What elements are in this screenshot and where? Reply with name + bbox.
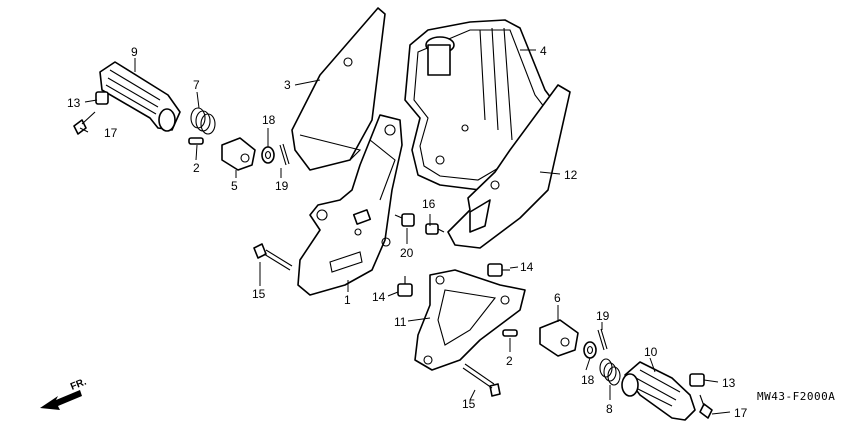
part-18-washer-left — [261, 146, 275, 164]
part-13-collar-left — [95, 91, 109, 105]
callout-14-right: 14 — [520, 260, 534, 274]
part-8-spring — [599, 358, 621, 386]
part-1-bracket — [297, 114, 403, 296]
callout-19-left: 19 — [275, 179, 289, 193]
callout-15-upper: 15 — [252, 287, 266, 301]
callout-11: 11 — [394, 315, 407, 329]
front-label: FR. — [69, 376, 88, 392]
callout-17-right: 17 — [734, 406, 748, 420]
part-5-collar — [221, 137, 256, 171]
callout-6: 6 — [554, 291, 561, 305]
part-17-bolt-left — [73, 111, 96, 135]
callout-14-left: 14 — [372, 290, 386, 304]
callout-4: 4 — [540, 44, 547, 58]
part-13-collar-right — [689, 373, 705, 387]
part-14-bolt-right — [487, 263, 510, 277]
part-3-heel-guard — [291, 7, 386, 171]
part-2-pin-left — [188, 137, 204, 145]
part-10-footpeg — [621, 361, 696, 421]
callout-7: 7 — [193, 78, 200, 92]
part-20-bolt — [394, 213, 415, 227]
front-direction-arrow — [40, 390, 82, 410]
part-14-bolt-left — [397, 276, 413, 297]
callout-5: 5 — [231, 179, 238, 193]
part-11-bracket — [414, 269, 526, 371]
callout-18-right: 18 — [581, 373, 595, 387]
callout-12: 12 — [564, 168, 578, 182]
callout-20: 20 — [400, 246, 414, 260]
leader-lines — [79, 49, 731, 415]
part-9-footpeg — [99, 61, 181, 132]
callout-2-left: 2 — [193, 161, 200, 175]
callout-13-left: 13 — [67, 96, 81, 110]
part-16-bolt — [425, 223, 445, 235]
callout-8: 8 — [606, 402, 613, 416]
part-6-collar — [539, 319, 579, 357]
part-2-pin-right — [502, 329, 518, 337]
callout-17-left: 17 — [104, 126, 118, 140]
part-15-bolt-lower — [462, 363, 501, 397]
callout-1: 1 — [344, 293, 351, 307]
callout-13-right: 13 — [722, 376, 736, 390]
callout-18-left: 18 — [262, 113, 276, 127]
part-17-bolt-right — [699, 394, 713, 419]
callout-19-right: 19 — [596, 309, 610, 323]
callout-16: 16 — [422, 197, 436, 211]
callout-2-right: 2 — [506, 354, 513, 368]
diagram-code: MW43-F2000A — [757, 390, 835, 403]
part-18-washer-right — [583, 341, 597, 359]
callout-10: 10 — [644, 345, 658, 359]
callout-3: 3 — [284, 78, 291, 92]
part-7-spring — [190, 107, 216, 135]
part-15-bolt-upper — [253, 243, 293, 271]
callout-9: 9 — [131, 45, 138, 59]
part-19-cotter-left — [279, 143, 290, 166]
part-19-cotter-right — [597, 328, 608, 351]
callout-15-lower: 15 — [462, 397, 476, 411]
